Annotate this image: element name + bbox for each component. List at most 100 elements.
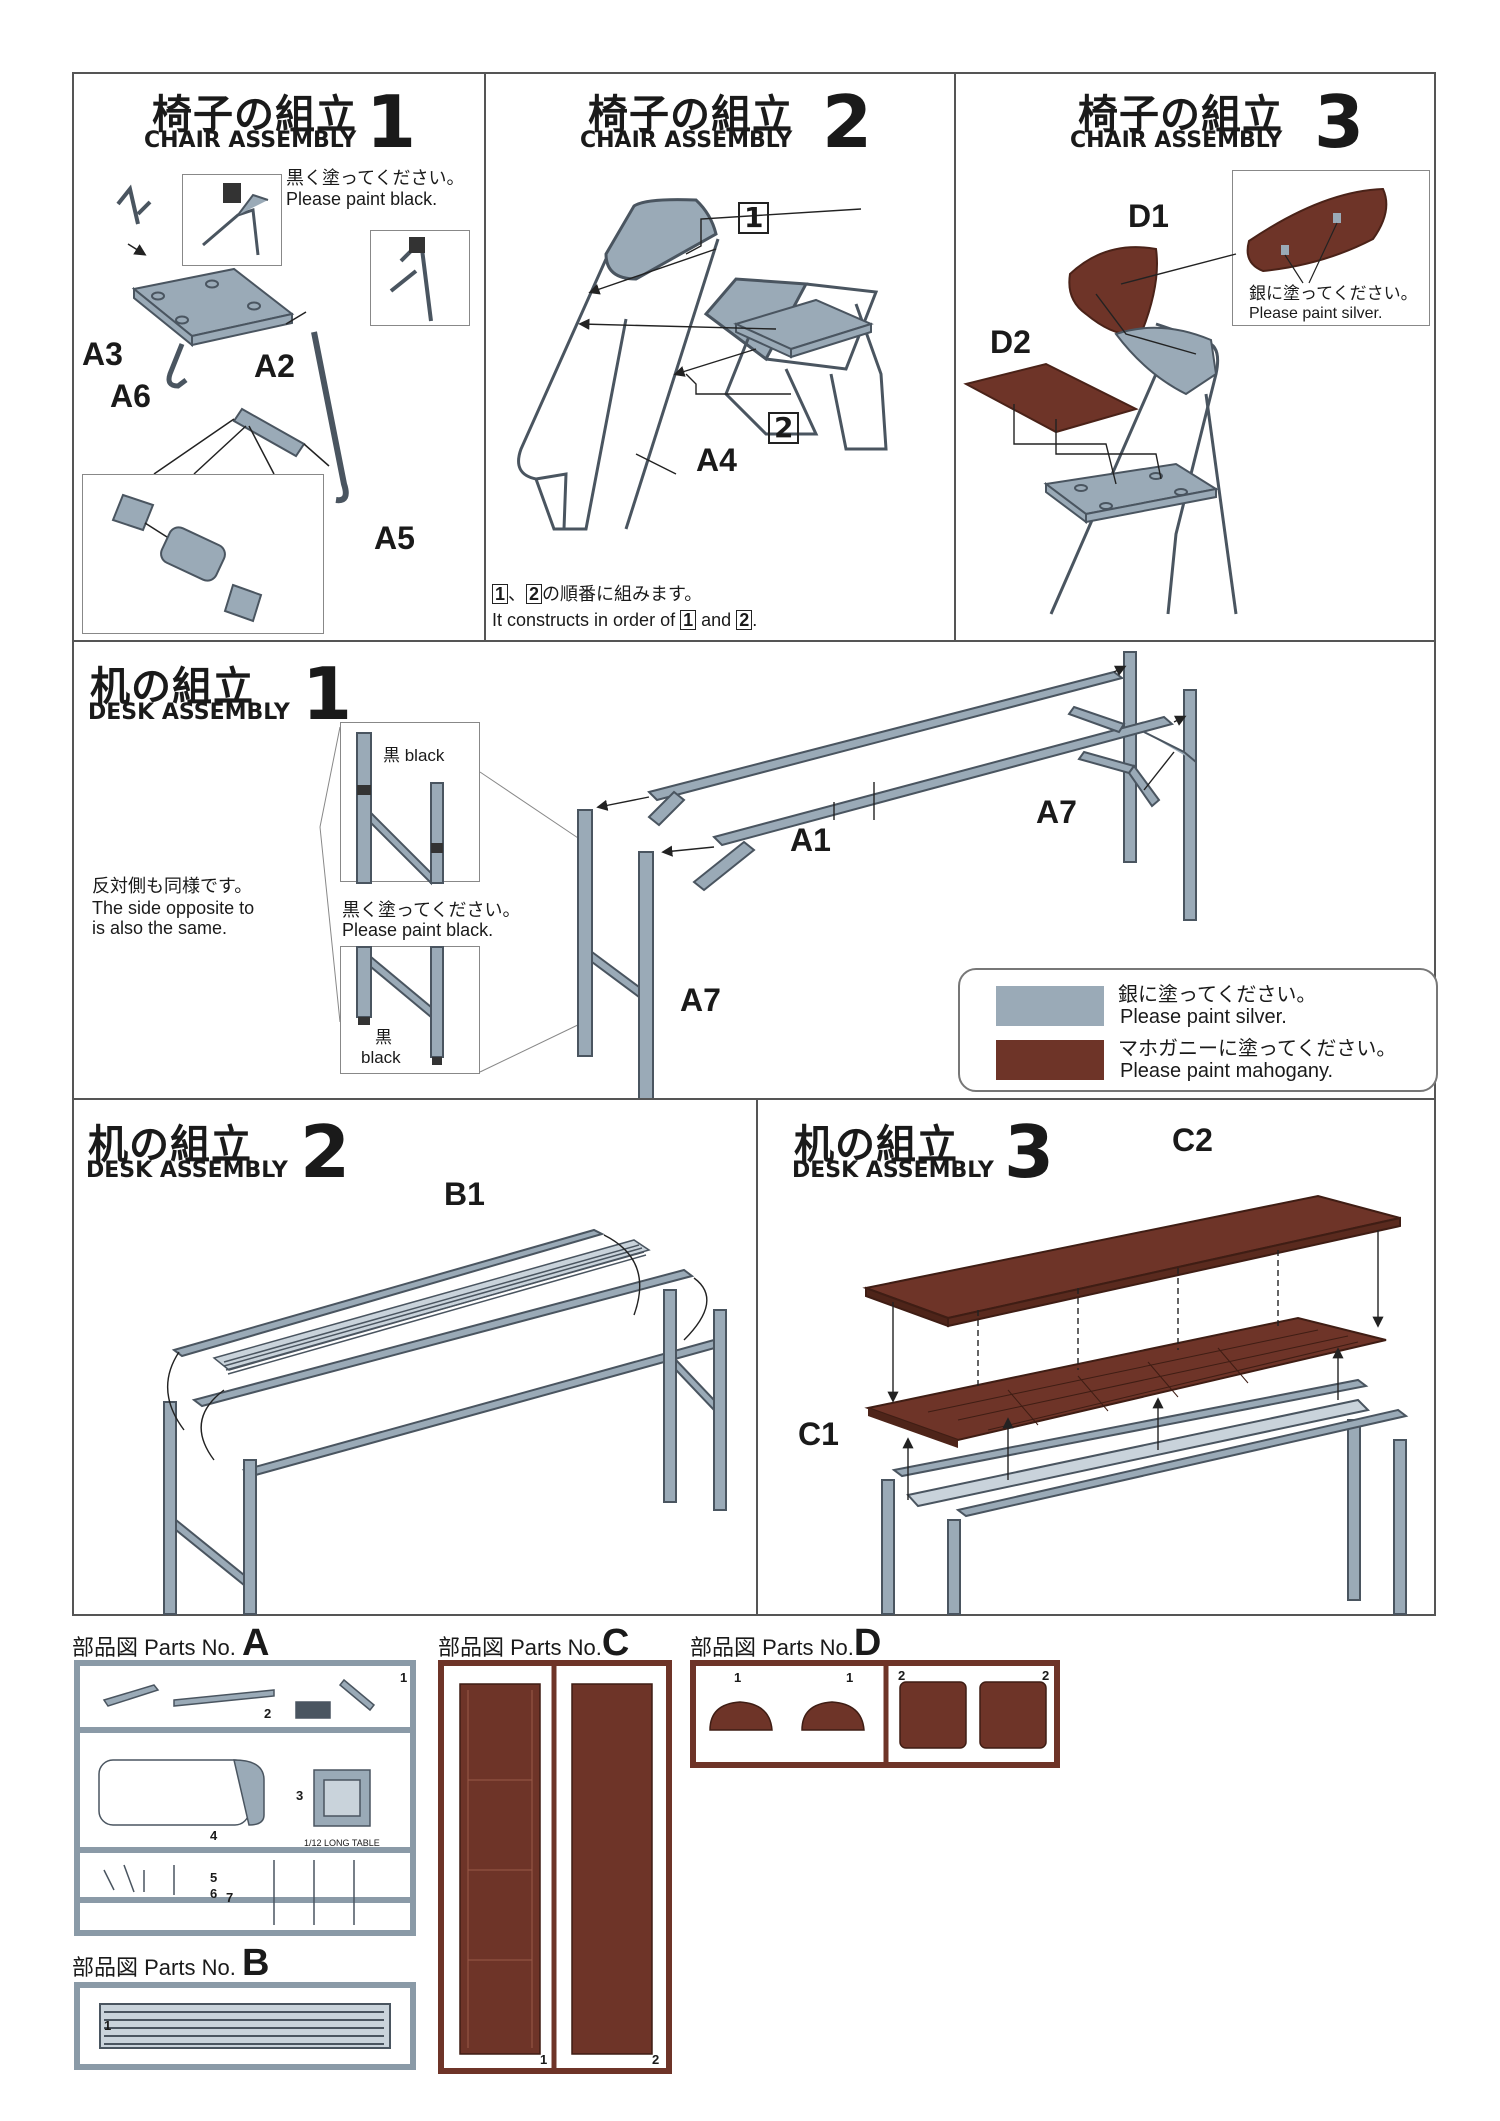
mahogany-swatch — [996, 1040, 1104, 1080]
panel-title-en: DESK ASSEMBLY — [86, 1158, 288, 1183]
leg-joint-detail — [389, 237, 433, 322]
paint-silver-note-en: Please paint silver. — [1249, 305, 1383, 322]
hinge-detail-inset — [370, 230, 470, 326]
part-label-a2: A2 — [254, 348, 295, 384]
desk-assembly-panel-3: 机の組立 DESK ASSEMBLY 3 — [756, 1098, 1436, 1616]
sprue-a-num-5: 5 — [210, 1870, 218, 1885]
part-label-a4: A4 — [696, 442, 737, 478]
opposite-side-note-en-1: The side opposite to — [92, 898, 255, 918]
leg-foot-black-inset: 黒 black — [340, 946, 480, 1074]
step-number: 2 — [300, 1110, 351, 1194]
sprue-a-num-4: 4 — [210, 1828, 218, 1843]
part-label-a6: A6 — [110, 378, 151, 414]
parts-a-title: 部品図 Parts No. A — [72, 1622, 270, 1664]
panel-title-en: DESK ASSEMBLY — [792, 1158, 994, 1183]
step-number: 1 — [366, 80, 417, 164]
sprue-d-drawing — [690, 1660, 1060, 1768]
sprue-c-label: LONG TABLE — [474, 1668, 530, 1678]
panel-title-jp: 椅子の組立 — [588, 92, 793, 138]
panel-title-en: DESK ASSEMBLY — [88, 700, 290, 725]
desk-assembly-panel-1: 机の組立 DESK ASSEMBLY 1 反対側も同様です。 The side … — [72, 640, 1436, 1103]
parts-b-title: 部品図 Parts No. B — [72, 1942, 270, 1984]
chair-back-seat-drawing — [517, 198, 888, 531]
sprue-d-num-1b: 1 — [846, 1670, 854, 1685]
chair-assembly-panel-2: 椅子の組立 CHAIR ASSEMBLY 2 1 2 A — [484, 72, 956, 642]
black-label-en: black — [361, 1048, 401, 1067]
chair-hinge-detail — [202, 183, 269, 256]
part-label-a7-right: A7 — [1036, 794, 1077, 830]
part-label-a7-left: A7 — [680, 982, 721, 1018]
sprue-c-num-1: 1 — [540, 2052, 548, 2067]
part-label-b1: B1 — [444, 1176, 485, 1212]
legend-silver-en: Please paint silver. — [1120, 1006, 1287, 1028]
step-number: 2 — [822, 80, 873, 164]
part-label-a3: A3 — [82, 336, 123, 372]
leg-joint-black-inset: 黒 black — [340, 722, 480, 886]
sprue-c-drawing — [438, 1660, 672, 2074]
panel-title-en: CHAIR ASSEMBLY — [1070, 128, 1283, 153]
sprue-a-num-3: 3 — [296, 1788, 304, 1803]
paint-black-note-jp: 黒く塗ってください。 — [286, 168, 465, 188]
backrest-underside-detail — [1246, 187, 1388, 284]
paint-silver-note-jp: 銀に塗ってください。 — [1249, 284, 1418, 303]
part-label-a1: A1 — [790, 822, 831, 858]
paint-black-note-en: Please paint black. — [342, 920, 494, 940]
panel-title-en: CHAIR ASSEMBLY — [580, 128, 793, 153]
sprue-a-drawing — [74, 1660, 416, 1936]
sprue-d-num-2a: 2 — [898, 1668, 906, 1683]
leg-foot-detail — [356, 946, 444, 1065]
part-label-d1: D1 — [1128, 198, 1169, 234]
opposite-side-note-en-2: is also the same. — [92, 918, 228, 938]
legend-mahogany-jp: マホガニーに塗ってください。 — [1118, 1038, 1397, 1060]
sprue-d-num-1a: 1 — [734, 1670, 742, 1685]
legend-silver-jp: 銀に塗ってください。 — [1118, 984, 1317, 1006]
sprue-b-drawing — [74, 1982, 416, 2070]
chair-assembly-panel-1: 椅子の組立 CHAIR ASSEMBLY 1 黒く塗ってください。 Please… — [72, 72, 486, 642]
sprue-b: 1 — [74, 1982, 416, 2070]
paint-black-note-jp: 黒く塗ってください。 — [342, 900, 521, 920]
paint-color-legend: 銀に塗ってください。 Please paint silver. マホガニーに塗っ… — [958, 968, 1438, 1092]
step-number: 1 — [302, 652, 353, 736]
callout-step-2: 2 — [768, 412, 800, 444]
callout-step-1: 1 — [738, 202, 770, 234]
sprue-d-num-2b: 2 — [1042, 1668, 1050, 1683]
sprue-a-num-7: 7 — [226, 1890, 234, 1905]
sprue-a-num-2: 2 — [264, 1706, 272, 1721]
legend-mahogany-en: Please paint mahogany. — [1120, 1060, 1334, 1082]
sprue-a-num-6: 6 — [210, 1886, 218, 1901]
leg-joint-detail — [356, 732, 444, 886]
part-label-a5: A5 — [374, 520, 415, 556]
sprue-d: 1 1 2 2 — [690, 1660, 1060, 1768]
part-label-c1: C1 — [798, 1416, 839, 1452]
part-label-d2: D2 — [990, 324, 1031, 360]
silver-swatch — [996, 986, 1104, 1026]
black-paint-inset — [182, 174, 282, 266]
sprue-a: 1 2 3 4 5 6 7 1/12 LONG TABLE — [74, 1660, 416, 1936]
step-number: 3 — [1004, 1110, 1055, 1194]
desk-frame-drawing — [319, 651, 1197, 1103]
part-label-c2: C2 — [1172, 1122, 1213, 1158]
opposite-side-note-jp: 反対側も同様です。 — [92, 876, 253, 896]
sprue-b-num-1: 1 — [104, 2018, 112, 2033]
desk-top-drawing — [862, 1194, 1409, 1615]
panel-title-en: CHAIR ASSEMBLY — [144, 128, 357, 153]
silver-paint-inset: 銀に塗ってください。 Please paint silver. — [1232, 170, 1430, 326]
black-label-jp: 黒 — [375, 1028, 392, 1047]
chair-panels-drawing — [963, 246, 1238, 615]
sprue-a-num-1: 1 — [400, 1670, 408, 1685]
desk-shelf-drawing — [163, 1228, 727, 1615]
panel-title-jp: 椅子の組立 — [1078, 92, 1283, 138]
assembly-order-note-en: It constructs in order of 1 and 2. — [492, 610, 758, 630]
sprue-c-num-2: 2 — [652, 2052, 660, 2067]
panel-title-jp: 机の組立 — [794, 1122, 958, 1168]
tube-detail-inset — [82, 474, 324, 634]
chair-assembly-panel-3: 椅子の組立 CHAIR ASSEMBLY 3 銀に塗ってください。 Please… — [954, 72, 1436, 642]
black-label: 黒 black — [383, 746, 445, 765]
sprue-a-label: 1/12 LONG TABLE — [304, 1838, 380, 1848]
panel-title-jp: 椅子の組立 — [152, 92, 357, 138]
parts-c-title: 部品図 Parts No.C — [438, 1622, 630, 1664]
panel-title-jp: 机の組立 — [88, 1122, 252, 1168]
chair-frame-parts-drawing — [116, 184, 349, 504]
sprue-c: 1 2 LONG TABLE — [438, 1660, 672, 2074]
